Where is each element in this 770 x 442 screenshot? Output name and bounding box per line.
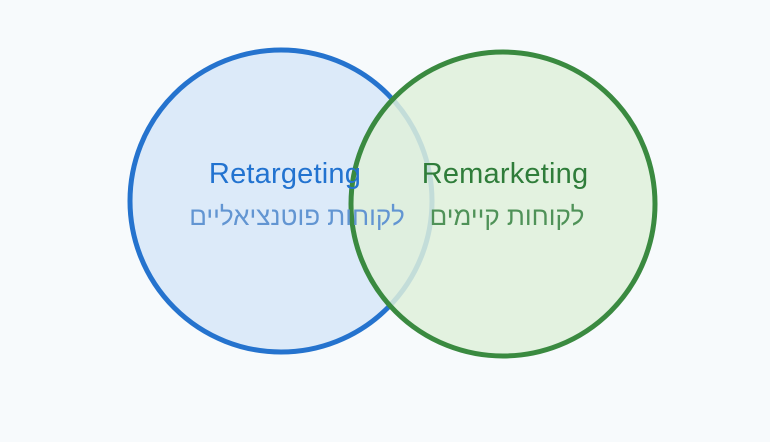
- retargeting-subtitle: לקוחות פוטנציאליים: [189, 201, 405, 231]
- remarketing-title: Remarketing: [421, 158, 589, 190]
- retargeting-title: Retargeting: [208, 158, 362, 190]
- remarketing-circle: [348, 49, 658, 359]
- remarketing-subtitle: לקוחות קיימים: [429, 201, 585, 231]
